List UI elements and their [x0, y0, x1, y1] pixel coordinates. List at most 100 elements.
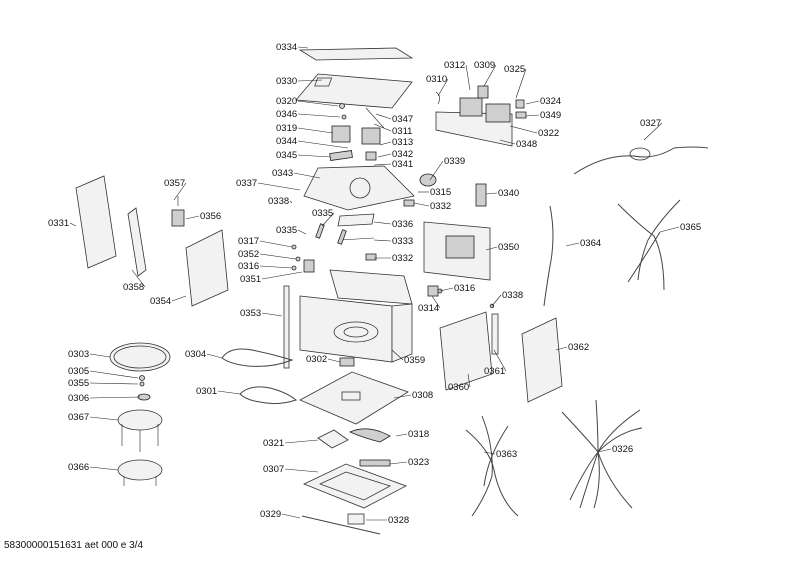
part-label-0305: 0305	[68, 366, 89, 377]
leader-line-0342	[377, 153, 392, 158]
part-label-0315: 0315	[430, 187, 451, 198]
part-0305	[139, 375, 145, 381]
leader-line-0347	[375, 113, 392, 120]
leader-line-0314	[431, 295, 441, 309]
part-label-0317: 0317	[238, 236, 259, 247]
leader-line-0360	[467, 373, 471, 388]
leader-line-0335	[321, 212, 335, 227]
part-label-0326: 0326	[612, 444, 633, 455]
part-label-0310: 0310	[426, 74, 447, 85]
part-label-0319: 0319	[276, 123, 297, 134]
part-0303-turntable	[109, 342, 171, 372]
part-0342-clip	[365, 151, 377, 161]
part-label-0353: 0353	[240, 308, 261, 319]
leader-line-0346	[297, 113, 341, 118]
part-0304-heating-element	[221, 348, 294, 367]
part-0322-box	[485, 103, 511, 123]
part-0333-bar	[339, 237, 375, 241]
part-label-0336: 0336	[392, 219, 413, 230]
part-label-0308: 0308	[412, 390, 433, 401]
part-label-0354: 0354	[150, 296, 171, 307]
leader-line-0365	[659, 226, 680, 233]
part-label-0332: 0332	[392, 253, 413, 264]
part-0339-fan-motor	[419, 173, 437, 187]
part-label-0338: 0338	[268, 196, 289, 207]
part-0347-bar	[365, 107, 385, 129]
leader-line-0325	[515, 68, 527, 99]
part-label-0338: 0338	[502, 290, 523, 301]
part-label-0302: 0302	[306, 354, 327, 365]
leader-line-0362	[555, 346, 568, 351]
part-label-0318: 0318	[408, 429, 429, 440]
parts-drawing	[75, 47, 709, 535]
part-label-0316: 0316	[238, 261, 259, 272]
part-0330-top-cover	[295, 73, 413, 109]
leader-line-0364	[565, 242, 580, 247]
part-0309-cap	[477, 85, 489, 99]
leader-line-0326	[597, 448, 612, 453]
part-0365-wires-1	[617, 203, 665, 291]
leader-line-0353	[261, 312, 283, 317]
leader-line-0309	[483, 64, 497, 87]
part-0350-window	[445, 235, 475, 259]
part-0362-panel	[521, 317, 563, 403]
part-label-0362: 0362	[568, 342, 589, 353]
part-label-0325: 0325	[504, 64, 525, 75]
leader-line-0355	[89, 382, 139, 385]
leader-line-0356	[185, 215, 200, 220]
leader-line-0343	[293, 172, 321, 179]
leader-line-0344	[297, 140, 349, 149]
part-0356-block	[171, 209, 185, 227]
part-0361-bracket	[491, 313, 499, 355]
part-label-0321: 0321	[263, 438, 284, 449]
part-label-0351: 0351	[240, 274, 261, 285]
leader-line-0345	[297, 154, 331, 158]
leader-line-0304	[206, 353, 223, 359]
part-label-0334: 0334	[276, 42, 297, 53]
leader-line-0320	[297, 100, 339, 107]
leader-line-0332	[413, 202, 430, 207]
leader-line-0329	[281, 513, 301, 519]
part-label-0314: 0314	[418, 303, 439, 314]
leader-line-0358	[131, 269, 146, 288]
leader-line-0338	[289, 200, 293, 204]
leader-line-0316	[259, 265, 293, 269]
document-reference: 58300000151631 aet 000 e 3/4	[4, 540, 144, 551]
part-label-0366: 0366	[68, 462, 89, 473]
part-0359-cavity-side	[391, 303, 413, 363]
part-0367-rack	[117, 409, 163, 431]
part-label-0347: 0347	[392, 114, 413, 125]
leader-line-0338	[491, 294, 502, 307]
part-0310-hook	[435, 91, 440, 105]
leader-line-0305	[89, 370, 139, 379]
leader-line-0357	[173, 182, 187, 201]
part-0364-wire	[543, 205, 554, 307]
part-label-0320: 0320	[276, 96, 297, 107]
part-label-0339: 0339	[444, 156, 465, 167]
leader-line-0339	[429, 160, 444, 181]
leader-line-0348	[499, 139, 516, 145]
part-label-0328: 0328	[388, 515, 409, 526]
leader-line-0331	[69, 222, 77, 227]
part-0334-top-strip	[298, 47, 414, 61]
part-0335-right	[337, 229, 347, 245]
part-label-0329: 0329	[260, 509, 281, 520]
leader-line-0334	[297, 46, 309, 49]
part-label-0332: 0332	[430, 201, 451, 212]
part-label-0316: 0316	[454, 283, 475, 294]
part-0301-heating-element	[239, 386, 298, 405]
part-label-0301: 0301	[196, 386, 217, 397]
part-label-0345: 0345	[276, 150, 297, 161]
leader-line-0322	[509, 125, 538, 134]
part-0302-plate	[339, 357, 355, 367]
part-label-0344: 0344	[276, 136, 297, 147]
part-label-0358: 0358	[123, 282, 144, 293]
part-label-0323: 0323	[408, 457, 429, 468]
leader-line-0335	[297, 229, 307, 235]
leader-line-0340	[485, 192, 498, 195]
part-0321-plate	[317, 429, 349, 449]
leader-line-0307	[284, 468, 319, 473]
part-0308-center	[341, 391, 361, 401]
part-label-0361: 0361	[484, 366, 505, 377]
